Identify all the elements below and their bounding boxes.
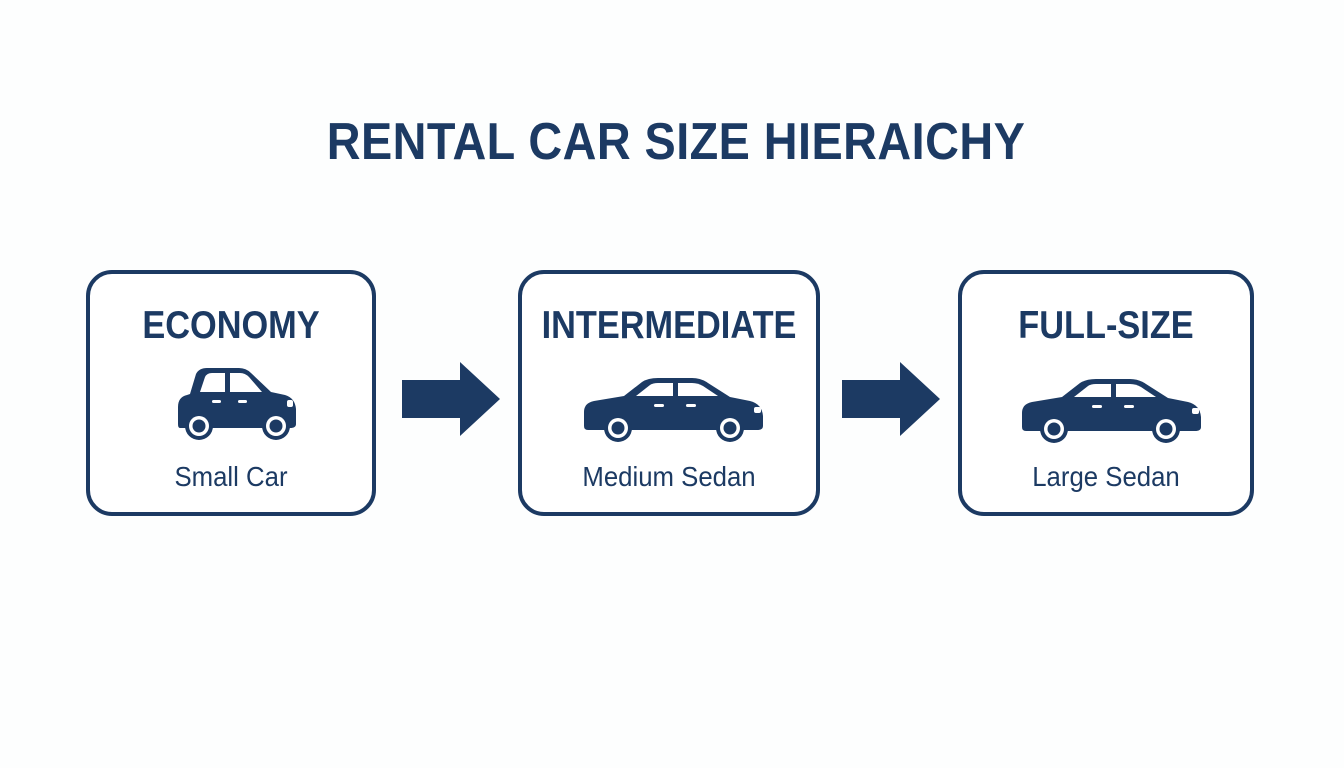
large-sedan-car-icon	[1022, 379, 1201, 443]
card-description: Large Sedan	[1032, 461, 1180, 492]
sedan-car-icon	[584, 378, 763, 442]
card-title: FULL-SIZE	[1018, 304, 1194, 347]
card-full-size: FULL-SIZE Large Sedan	[958, 270, 1254, 516]
hatchback-car-icon	[178, 368, 296, 440]
card-title: ECONOMY	[142, 304, 320, 347]
right-arrow-icon	[402, 362, 500, 436]
card-description: Small Car	[174, 461, 288, 492]
card-title: INTERMEDIATE	[541, 304, 797, 347]
right-arrow-icon	[842, 362, 940, 436]
card-economy: ECONOMY Small Car	[86, 270, 376, 516]
page-title: RENTAL CAR SIZE HIERAICHY	[326, 113, 1026, 171]
card-intermediate: INTERMEDIATE Medium Sedan	[518, 270, 820, 516]
card-description: Medium Sedan	[582, 461, 756, 492]
